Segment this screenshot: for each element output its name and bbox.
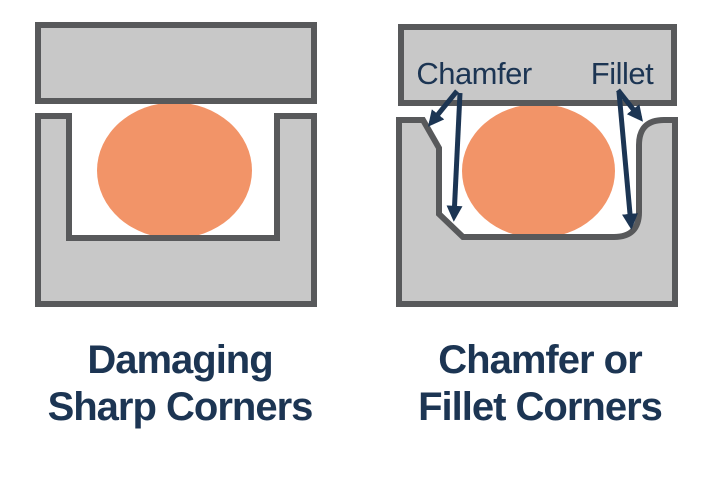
o-ring bbox=[97, 102, 252, 239]
caption-line-1: Chamfer or bbox=[438, 338, 642, 382]
caption-chamfer-fillet: Chamfer or Fillet Corners bbox=[360, 337, 720, 431]
o-ring bbox=[462, 104, 615, 238]
chamfer-label: Chamfer bbox=[416, 56, 532, 91]
upper-plate bbox=[35, 22, 317, 104]
panel-sharp-corners: Damaging Sharp Corners bbox=[0, 22, 360, 431]
caption-line-2: Fillet Corners bbox=[418, 385, 663, 429]
sharp-corners-drawing bbox=[35, 22, 317, 307]
fillet-arrow-bottom bbox=[616, 91, 638, 230]
fillet-label: Fillet bbox=[591, 56, 654, 91]
caption-sharp-corners: Damaging Sharp Corners bbox=[0, 337, 360, 431]
chamfer-arrow-bottom bbox=[446, 92, 463, 222]
chamfer-arrow-top bbox=[427, 89, 459, 127]
caption-line-2: Sharp Corners bbox=[47, 385, 314, 429]
caption-line-1: Damaging bbox=[87, 338, 273, 382]
panel-chamfer-fillet: Chamfer Fillet Chamfer or Fillet Corners bbox=[360, 0, 720, 484]
chamfer-fillet-drawing: Chamfer Fillet bbox=[396, 24, 678, 307]
upper-plate bbox=[398, 24, 677, 106]
gland-block-sharp bbox=[35, 113, 317, 307]
gland-block-chamfer-fillet bbox=[396, 117, 678, 307]
